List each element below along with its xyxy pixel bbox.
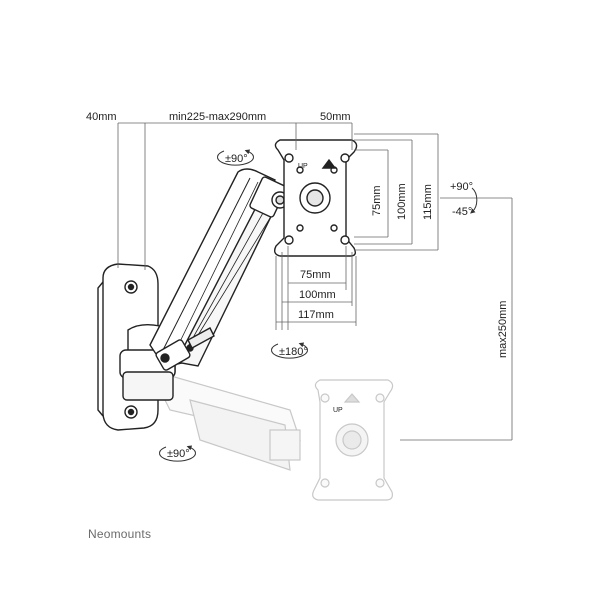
brand-logo-text: Neomounts bbox=[88, 527, 152, 541]
label-height-adjust: max250mm bbox=[497, 301, 509, 358]
label-tilt-up: +90° bbox=[450, 181, 473, 193]
label-tilt-down: -45° bbox=[452, 206, 472, 218]
label-vesa-h-75: 75mm bbox=[371, 185, 383, 216]
label-vesa-w-100: 100mm bbox=[299, 289, 336, 301]
vesa-plate bbox=[273, 139, 358, 257]
swivel-top-arrow-icon bbox=[217, 149, 254, 166]
label-vesa-w-75: 75mm bbox=[300, 269, 331, 281]
up-arrow-icon bbox=[321, 158, 337, 169]
swivel-bottom-arrow-icon bbox=[159, 445, 196, 462]
rotation-arrows bbox=[159, 149, 478, 462]
vesa-up-label: UP bbox=[298, 163, 308, 170]
lowered-position-ghost bbox=[148, 369, 394, 501]
label-vesa-w-117: 117mm bbox=[298, 309, 334, 321]
ghost-up-label: UP bbox=[333, 407, 343, 414]
label-swivel-top: ±90° bbox=[225, 153, 248, 165]
dimension-lines bbox=[117, 122, 513, 441]
label-swivel-bottom: ±90° bbox=[167, 448, 190, 460]
label-arm-reach: min225-max290mm bbox=[169, 111, 266, 123]
gas-spring-arm bbox=[149, 168, 289, 371]
label-rotate: ±180° bbox=[279, 346, 308, 358]
label-vesa-h-100: 100mm bbox=[396, 183, 408, 220]
label-offset: 50mm bbox=[320, 111, 351, 123]
label-arm-depth: 40mm bbox=[86, 111, 117, 123]
tilt-arrow-icon bbox=[470, 187, 478, 214]
label-vesa-h-115: 115mm bbox=[422, 184, 434, 220]
rotate-arrow-icon bbox=[271, 342, 308, 359]
